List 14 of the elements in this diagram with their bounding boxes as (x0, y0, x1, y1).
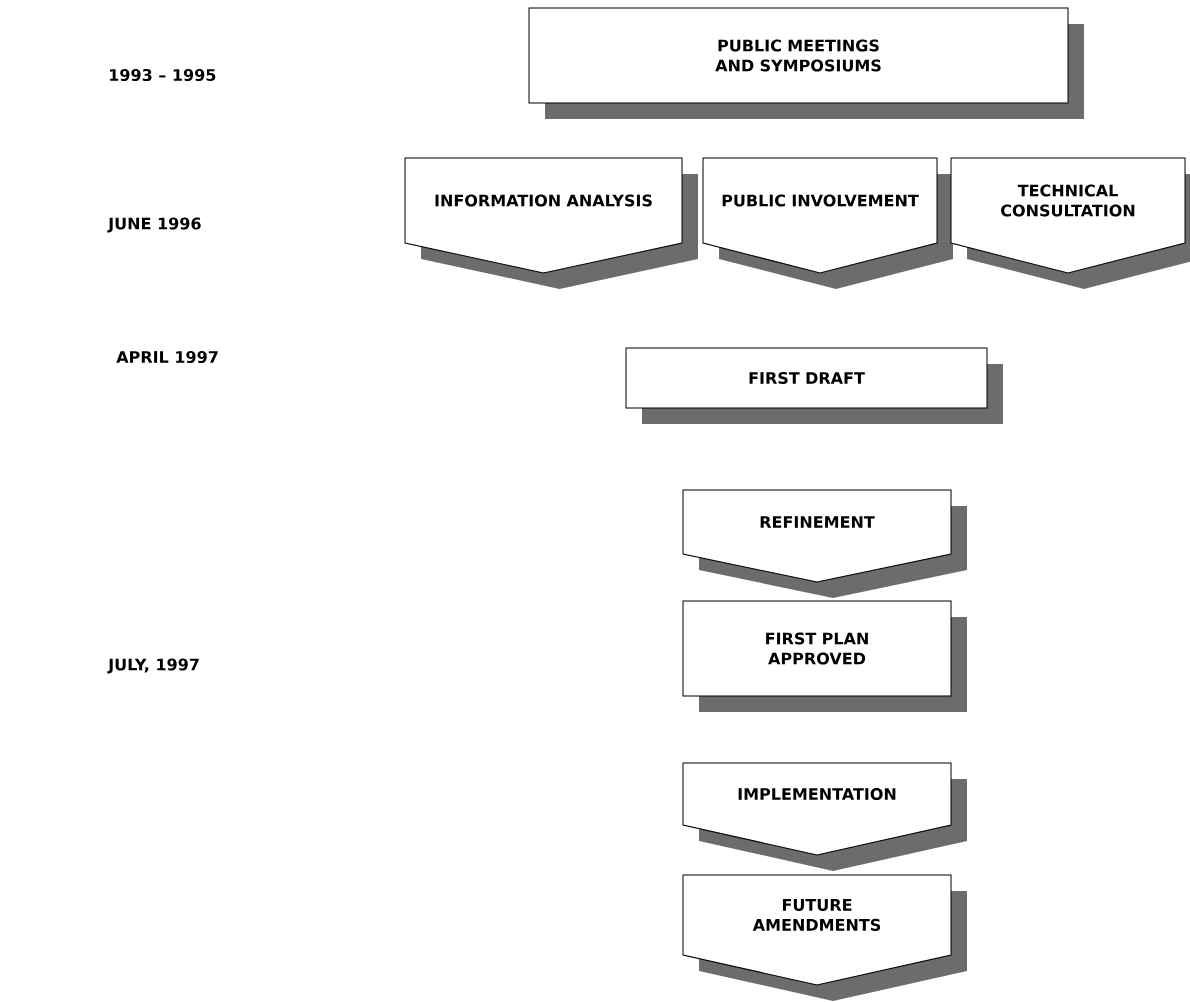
date-label: 1993 – 1995 (110, 68, 216, 82)
pentagon-arrow-box: IMPLEMENTATION (682, 762, 967, 871)
node-label: TECHNICAL CONSULTATION (1001, 184, 1135, 217)
process-box: FIRST DRAFT (625, 347, 1003, 424)
date-label: APRIL 1997 (116, 350, 218, 364)
date-label: JUNE 1996 (107, 217, 201, 233)
process-box: FIRST PLAN APPROVED (682, 600, 967, 712)
pentagon-arrow-box: INFORMATION ANALYSIS (404, 157, 698, 289)
pentagon-arrow-box: FUTURE AMENDMENTS (682, 874, 967, 1001)
pentagon-arrow-box: TECHNICAL CONSULTATION (950, 157, 1190, 289)
process-box: PUBLIC MEETINGS AND SYMPOSIUMS (528, 7, 1084, 119)
pentagon-arrow-box: REFINEMENT (682, 489, 967, 598)
pentagon-arrow-box: PUBLIC INVOLVEMENT (702, 157, 953, 289)
date-label: JULY, 1997 (107, 658, 199, 674)
